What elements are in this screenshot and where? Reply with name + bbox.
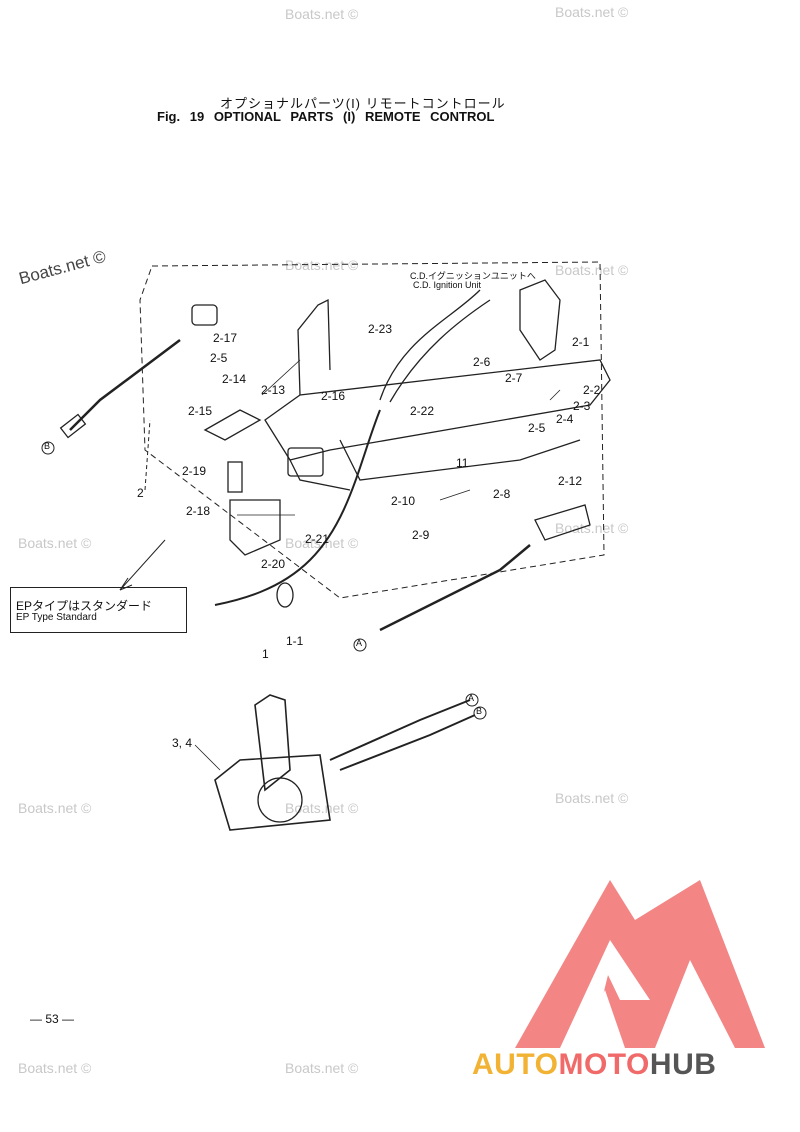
callout-2-10: 2-10	[391, 494, 416, 508]
callout-2-8: 2-8	[493, 487, 511, 501]
marker-a-label: A	[356, 638, 363, 648]
brand-part-moto: MOTO	[558, 1048, 650, 1081]
callout-2-2: 2-2	[583, 383, 601, 397]
marker-a-circle	[465, 693, 479, 707]
bracket-2-18	[229, 499, 281, 556]
callout-2-18: 2-18	[186, 504, 211, 518]
leader-2-bracket	[144, 419, 151, 491]
callout-2-3: 2-3	[573, 399, 591, 413]
control-lever	[254, 694, 291, 792]
callout-2-21: 2-21	[305, 532, 330, 546]
callout-11: 11	[456, 456, 469, 470]
callout-2-12: 2-12	[558, 474, 583, 488]
callout-2-15: 2-15	[188, 404, 213, 418]
title-english: Fig. 19 OPTIONAL PARTS (I) REMOTE CONTRO…	[157, 109, 494, 124]
callout-2-22: 2-22	[410, 404, 435, 418]
ep-note-en: EP Type Standard	[16, 612, 97, 623]
callout-2-5: 2-5	[528, 421, 546, 435]
bracket-2-15	[203, 409, 262, 441]
watermark: Boats.net ©	[18, 1060, 92, 1076]
callout-1-1: 1-1	[286, 634, 304, 648]
cdi-note-en: C.D. Ignition Unit	[413, 280, 482, 290]
watermark: Boats.net ©	[285, 6, 359, 22]
bracket-2-1	[519, 279, 561, 361]
watermark: Boats.net ©	[285, 800, 359, 816]
callout-2-4: 2-4	[556, 412, 574, 426]
marker-b-circle	[473, 706, 487, 720]
callout-2-5: 2-5	[210, 351, 228, 365]
watermark: Boats.net ©	[285, 535, 359, 551]
brand-part-auto: AUTO	[472, 1048, 559, 1081]
callout-2-20: 2-20	[261, 557, 286, 571]
main-bracket	[264, 359, 611, 461]
ep-note-jp: EPタイプはスタンダード	[16, 599, 153, 613]
ep-note-arrow	[119, 539, 166, 591]
watermark: Boats.net ©	[555, 4, 629, 20]
wire-harness	[379, 289, 481, 401]
page-number: — 53 —	[30, 1012, 75, 1026]
bolt-2-19	[227, 461, 243, 493]
brand-part-hub: HUB	[649, 1048, 717, 1081]
watermark: Boats.net ©	[555, 262, 629, 278]
cable-b	[69, 339, 181, 431]
callout-2-9: 2-9	[412, 528, 430, 542]
callout-2-19: 2-19	[182, 464, 207, 478]
brand-logo-icon	[515, 880, 765, 1048]
watermark: Boats.net ©	[285, 257, 359, 273]
callout-1: 1	[262, 647, 269, 661]
marker-b-circle	[41, 441, 55, 455]
callout-2-14: 2-14	[222, 372, 247, 386]
callout-2-13: 2-13	[261, 383, 286, 397]
marker-b-label: B	[44, 441, 51, 451]
pad-2-12	[534, 504, 591, 541]
brand-wordmark: AUTOMOTOHUB	[472, 1048, 716, 1082]
watermark: Boats.net ©	[555, 520, 629, 536]
callout-3-4: 3, 4	[172, 736, 193, 750]
remote-cable-b	[339, 714, 476, 771]
ep-note-box	[10, 587, 187, 633]
switch-box	[287, 447, 324, 477]
callout-2-17: 2-17	[213, 331, 238, 345]
mount-2-17	[191, 304, 218, 326]
callout-2: 2	[137, 486, 144, 500]
figure-title: OPTIONAL PARTS (I) REMOTE CONTROL	[213, 109, 495, 124]
figure-number: Fig. 19	[157, 109, 205, 124]
remote-control-unit	[214, 754, 331, 831]
callout-2-23: 2-23	[368, 322, 393, 336]
callout-2-16: 2-16	[321, 389, 346, 403]
watermark: Boats.net ©	[285, 1060, 359, 1076]
watermark: Boats.net ©	[18, 535, 92, 551]
watermark: Boats.net ©	[555, 790, 629, 806]
marker-a-circle	[353, 638, 367, 652]
title-japanese: オプショナルパーツ(I) リモートコントロール	[220, 96, 506, 111]
cable-a	[379, 544, 531, 632]
assembly-outline	[139, 261, 605, 599]
remote-cable-a	[329, 699, 471, 761]
marker-b-label: B	[476, 706, 483, 716]
control-dial	[257, 777, 303, 823]
grommet-1-1	[276, 582, 294, 608]
callout-2-6: 2-6	[473, 355, 491, 369]
cdi-note-jp: C.D.イグニッションユニットへ	[410, 271, 536, 281]
callout-2-7: 2-7	[505, 371, 523, 385]
marker-a-label: A	[468, 693, 475, 703]
watermark: Boats.net ©	[18, 800, 92, 816]
callout-2-1: 2-1	[572, 335, 590, 349]
